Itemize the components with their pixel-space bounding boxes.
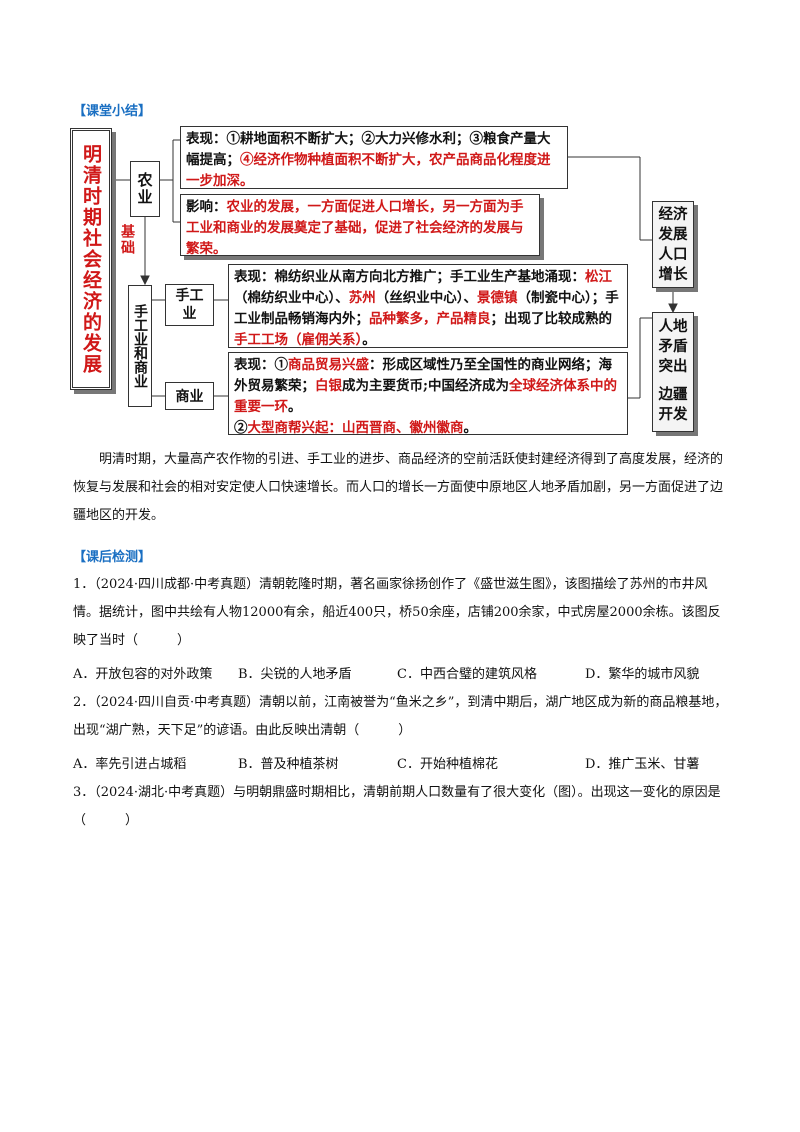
q2-option-a[interactable]: A．率先引进占城稻	[73, 757, 187, 772]
agriculture-label: 农业	[135, 172, 154, 206]
q1-option-b[interactable]: B．尖锐的人地矛盾	[238, 667, 352, 682]
question-3-stem: 3．（2024·湖北·中考真题）与明朝鼎盛时期相比，清朝前期人口数量有了很大变化…	[73, 785, 721, 828]
question-2-stem: 2．（2024·四川自贡·中考真题）清朝以前，江南被誉为“鱼米之乡”，到清中期后…	[73, 695, 728, 738]
q1-option-d[interactable]: D．繁华的城市风貌	[585, 667, 700, 682]
summary-paragraph: 明清时期，大量高产农作物的引进、手工业的进步、商品经济的空前活跃使封建经济得到了…	[73, 452, 724, 523]
agri-perf-underline	[180, 188, 568, 189]
agri-impact-text: 影响：农业的发展，一方面促进人口增长，另一方面为手工业和商业的发展奠定了基础，促…	[186, 199, 524, 257]
handicraft-performance-text: 表现：棉纺织业从南方向北方推广；手工业生产基地涌现：松江（棉纺织业中心）、苏州（…	[234, 269, 619, 348]
commerce-box: 商业	[165, 382, 214, 410]
diagram-main-title-box: 明清时期社会经济的发展	[70, 128, 112, 390]
handicraft-label: 手工业	[175, 288, 204, 322]
handicraft-commerce-box: 手工业和商业	[128, 285, 152, 407]
foundation-label: 基础	[119, 224, 135, 256]
commerce-performance-text: 表现：①商品贸易兴盛：形成区域性乃至全国性的商业网络；海外贸易繁荣；白银成为主要…	[234, 357, 617, 436]
agriculture-box: 农业	[130, 161, 160, 217]
agri-impact-box: 影响：农业的发展，一方面促进人口增长，另一方面为手工业和商业的发展奠定了基础，促…	[180, 194, 540, 257]
economy-population-box: 经济发展人口增长	[652, 201, 694, 288]
economy-population-label: 经济发展人口增长	[658, 205, 688, 283]
agri-performance-box: 表现：①耕地面积不断扩大；②大力兴修水利；③粮食产量大幅提高；④经济作物种植面积…	[180, 126, 568, 189]
section-heading-summary: 【课堂小结】	[73, 104, 152, 119]
agri-performance-text: 表现：①耕地面积不断扩大；②大力兴修水利；③粮食产量大幅提高；④经济作物种植面积…	[186, 131, 551, 189]
handicraft-commerce-label: 手工业和商业	[132, 304, 148, 388]
q2-option-c[interactable]: C．开始种植棉花	[397, 757, 498, 772]
q2-option-b[interactable]: B．普及种植茶树	[238, 757, 339, 772]
diagram-connectors	[112, 139, 678, 399]
land-frontier-box: 人地矛盾突出 边疆开发	[652, 312, 694, 432]
question-1-stem: 1．（2024·四川成都·中考真题）清朝乾隆时期，著名画家徐扬创作了《盛世滋生图…	[73, 577, 721, 648]
q1-option-c[interactable]: C．中西合璧的建筑风格	[397, 667, 537, 682]
frontier-development-label: 边疆开发	[658, 386, 688, 423]
commerce-performance-box: 表现：①商品贸易兴盛：形成区域性乃至全国性的商业网络；海外贸易繁荣；白银成为主要…	[228, 352, 628, 436]
q1-option-a[interactable]: A．开放包容的对外政策	[73, 667, 213, 682]
q2-option-d[interactable]: D．推广玉米、甘薯	[585, 757, 700, 772]
commerce-label: 商业	[175, 389, 204, 405]
land-conflict-label: 人地矛盾突出	[658, 318, 688, 375]
handicraft-box: 手工业	[165, 284, 214, 326]
section-heading-test: 【课后检测】	[73, 550, 152, 565]
handicraft-performance-box: 表现：棉纺织业从南方向北方推广；手工业生产基地涌现：松江（棉纺织业中心）、苏州（…	[228, 264, 628, 348]
diagram-main-title: 明清时期社会经济的发展	[80, 143, 102, 375]
